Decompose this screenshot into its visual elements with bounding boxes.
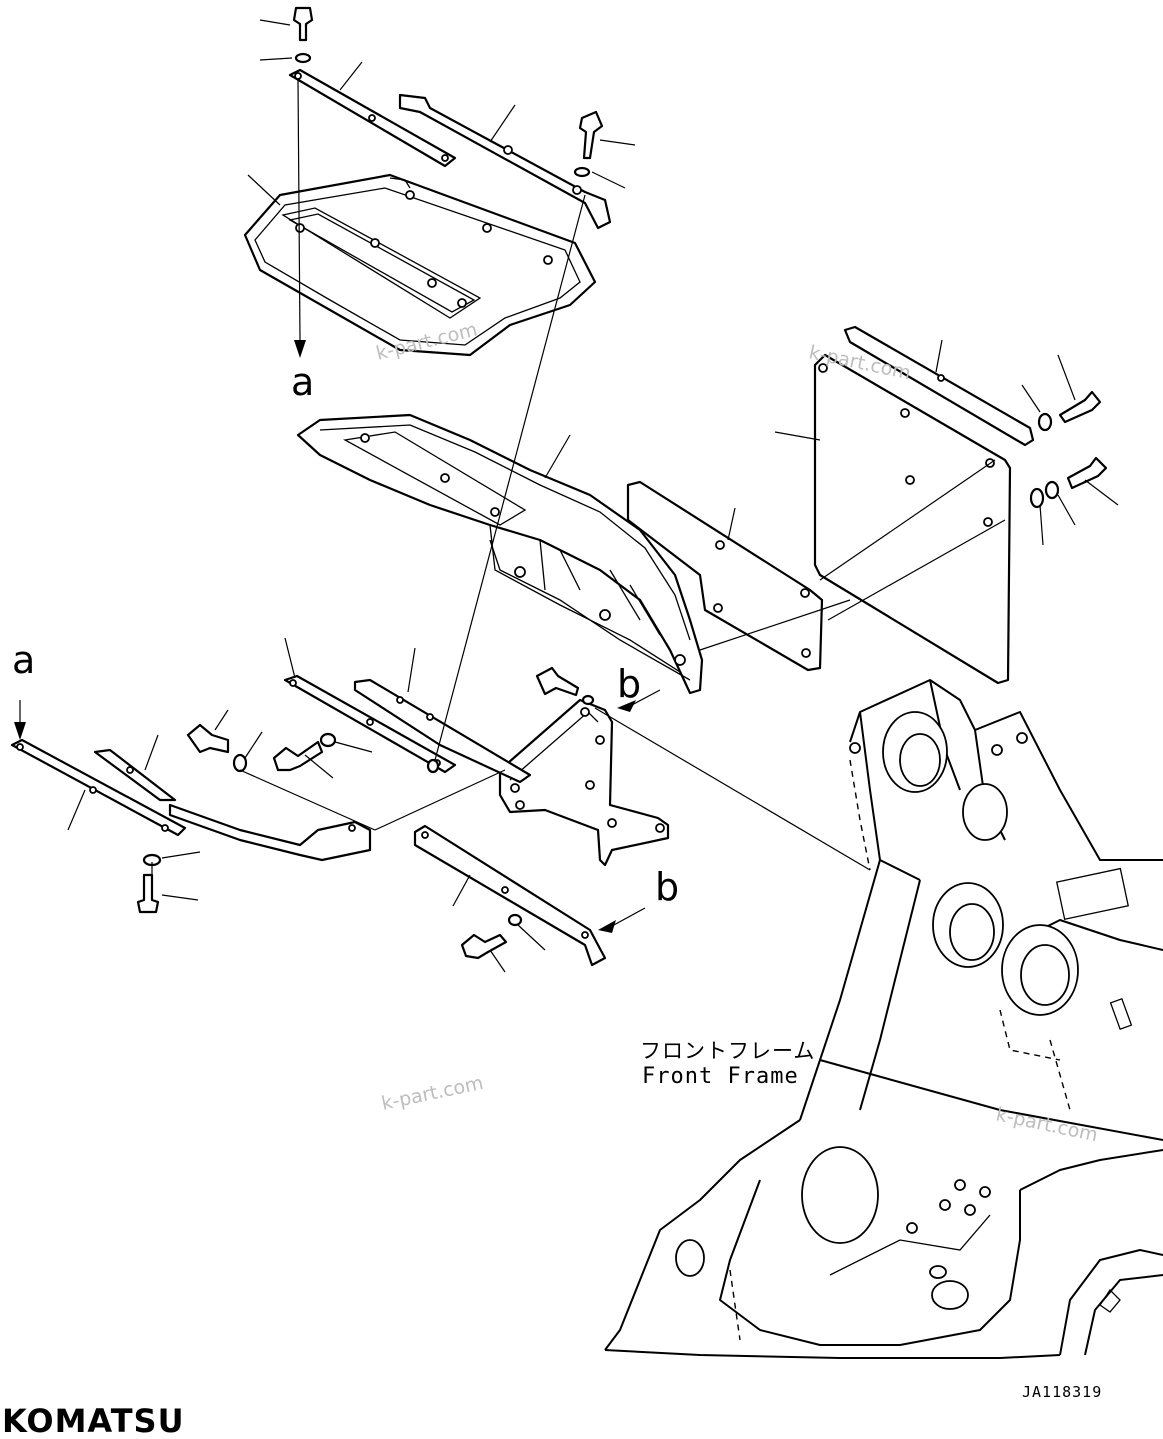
callout-b-mid: b: [617, 662, 641, 706]
flap-bolt-2: [1029, 456, 1108, 509]
left-bolt: [136, 853, 162, 914]
middle-plate-1: [283, 674, 457, 774]
left-plate-1: [10, 738, 187, 837]
watermark-4: k-part.com: [994, 1103, 1100, 1146]
callout-a-left: a: [12, 638, 35, 682]
front-frame-label-en: Front Frame: [642, 1064, 799, 1089]
lower-plate: [413, 824, 607, 967]
middle-bolts: [186, 723, 440, 774]
top-bolt-1: [292, 6, 314, 64]
callout-b-low: b: [655, 865, 679, 909]
side-plate: [626, 480, 824, 672]
top-bolt-2: [573, 110, 604, 178]
flap-bolt-1: [1037, 390, 1102, 432]
document-number: JA118319: [1022, 1383, 1102, 1401]
left-plate-2: [93, 748, 177, 802]
main-fender: [296, 413, 704, 695]
leader-lines: [14, 19, 1119, 973]
front-frame-structure: [604, 679, 1163, 1359]
stay-arm: [168, 803, 372, 862]
watermark-3: k-part.com: [379, 1072, 485, 1115]
mud-flap: [813, 325, 1035, 685]
top-plate-2: [398, 93, 612, 230]
front-frame-label-jp: フロントフレーム: [640, 1039, 815, 1063]
brand-logo: KOMATSU: [2, 1402, 185, 1439]
top-plate-1: [288, 68, 457, 168]
callout-a-top: a: [291, 360, 314, 404]
mounting-bracket: [498, 666, 670, 867]
top-cover-panel: [243, 173, 597, 357]
